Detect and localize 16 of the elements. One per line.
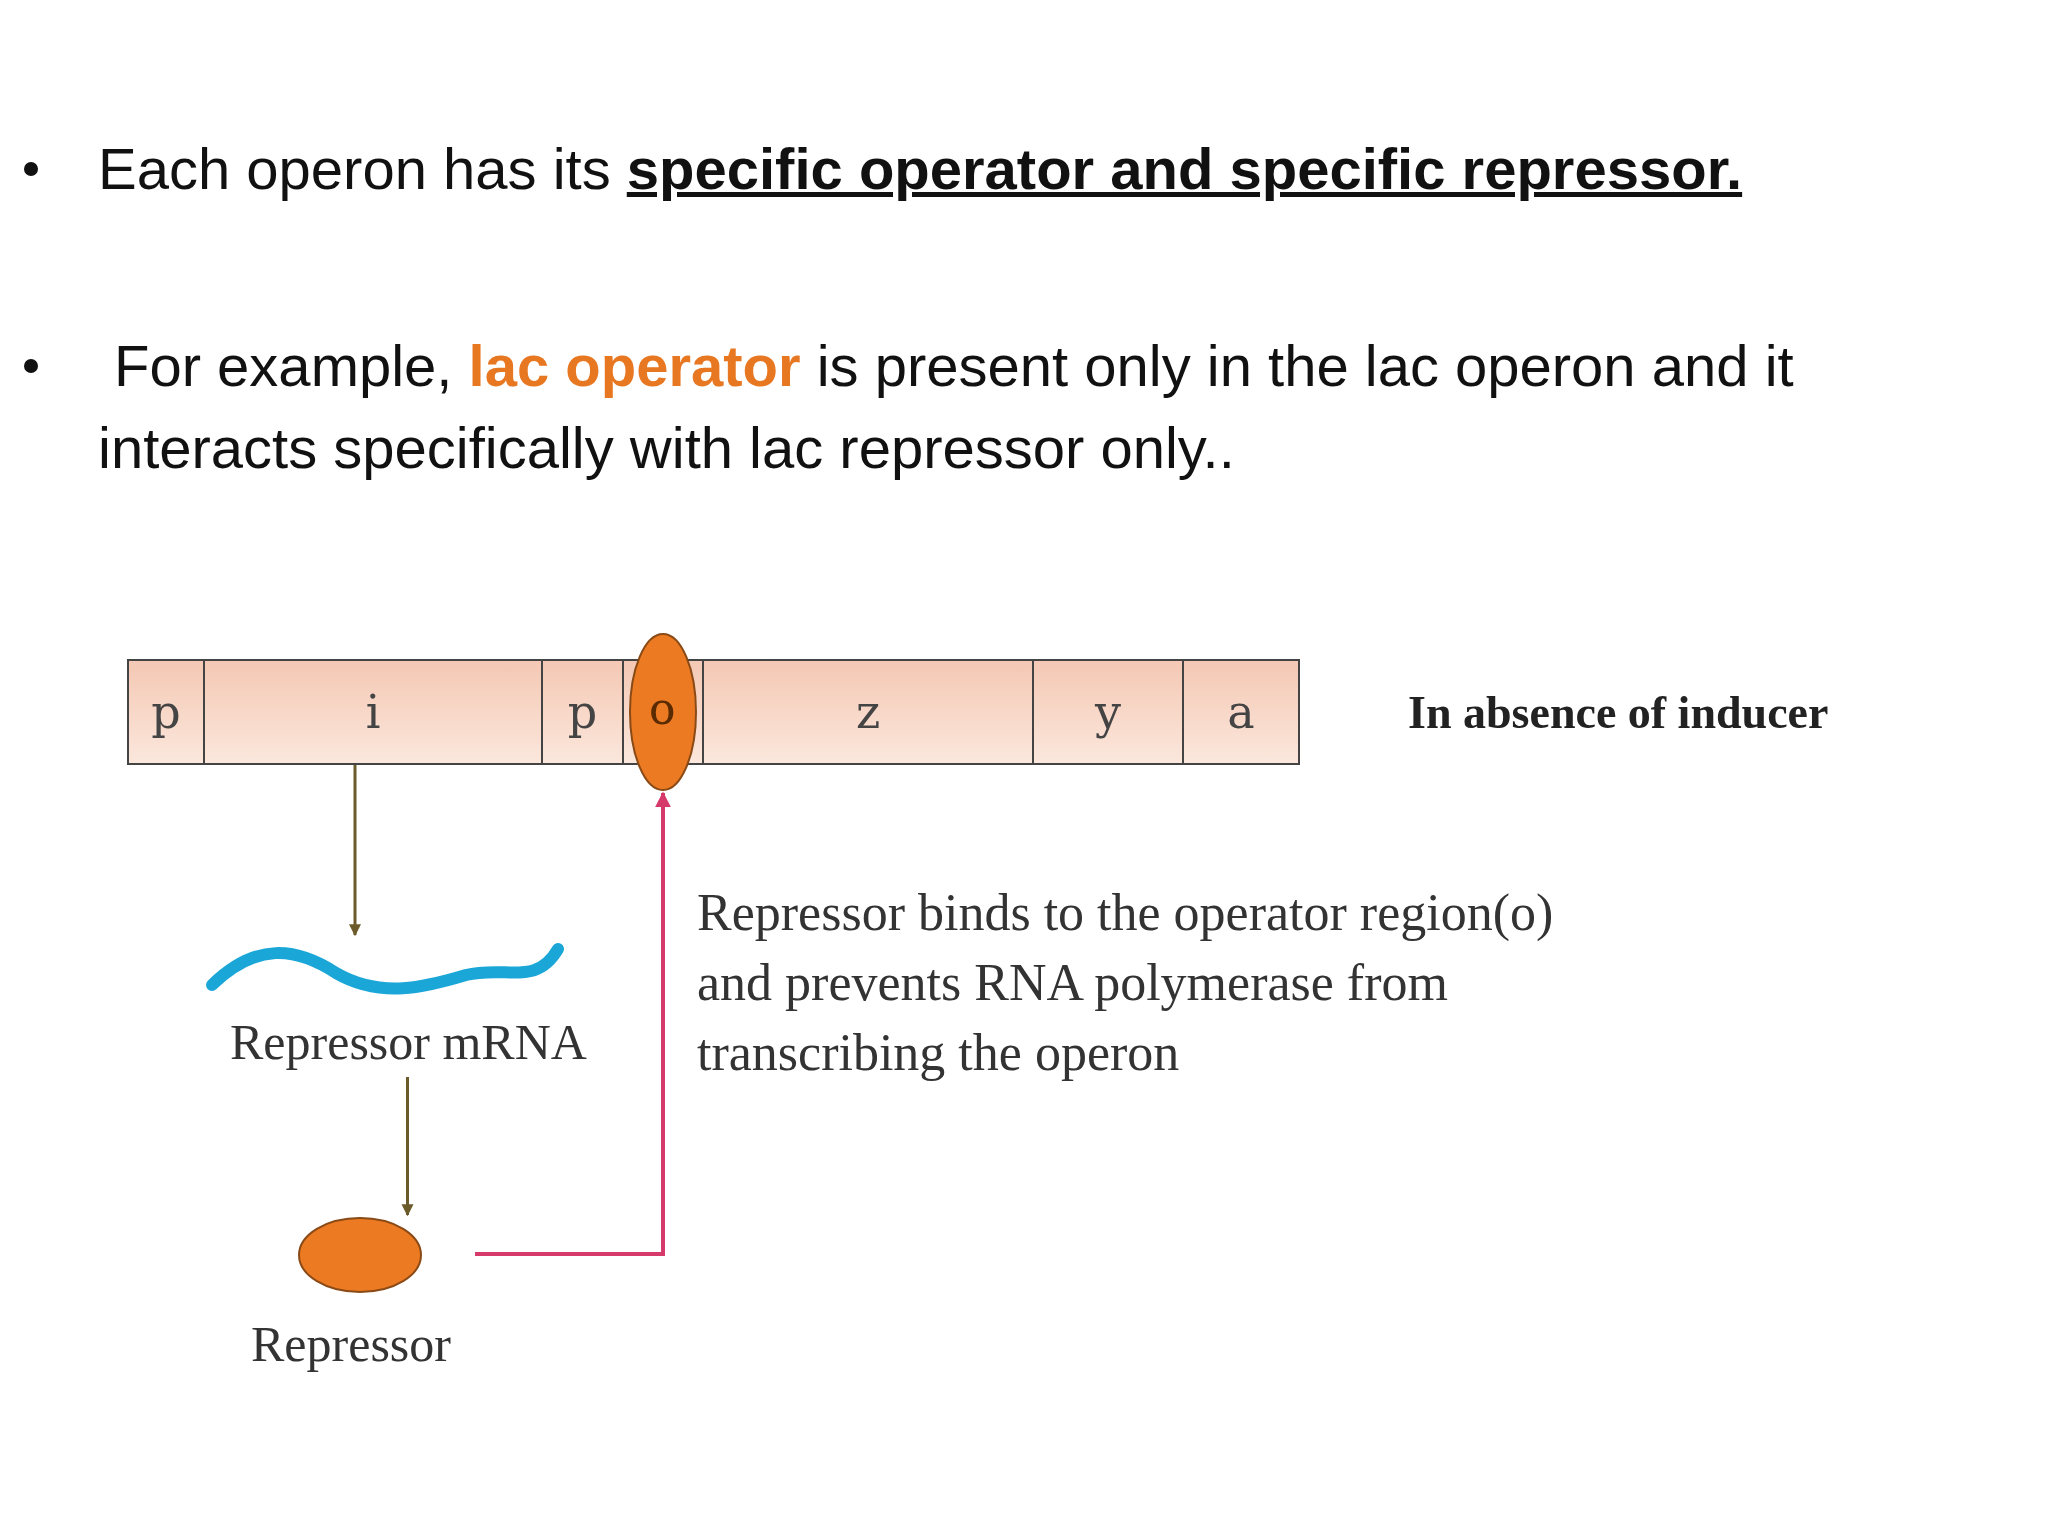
bullet-text: Each operon has its specific operator and specific repressor. bbox=[98, 135, 1744, 203]
gene-segment: z bbox=[702, 659, 1034, 765]
bullet-text: For example, lac operator is present only in the lac operon and it interacts specifically with lac repressor only.. bbox=[98, 332, 1795, 482]
node-label: Repressor mRNA bbox=[230, 1013, 587, 1071]
node-label: Repressor bbox=[251, 1315, 451, 1373]
annotation-text: Repressor binds to the operator region(o) and prevents RNA polymerase from transcribing the operon bbox=[697, 883, 1555, 1083]
condition-heading: In absence of inducer bbox=[1408, 686, 1830, 739]
segment-label: o bbox=[649, 683, 676, 734]
gene-segment: a bbox=[1182, 659, 1300, 765]
gene-segment: y bbox=[1032, 659, 1184, 765]
gene-segment: p bbox=[541, 659, 624, 765]
arrow bbox=[349, 765, 361, 937]
arrow bbox=[401, 1077, 414, 1217]
gene-segment: i bbox=[203, 659, 543, 765]
gene-segment: p bbox=[127, 659, 205, 765]
arrow bbox=[475, 791, 671, 1256]
